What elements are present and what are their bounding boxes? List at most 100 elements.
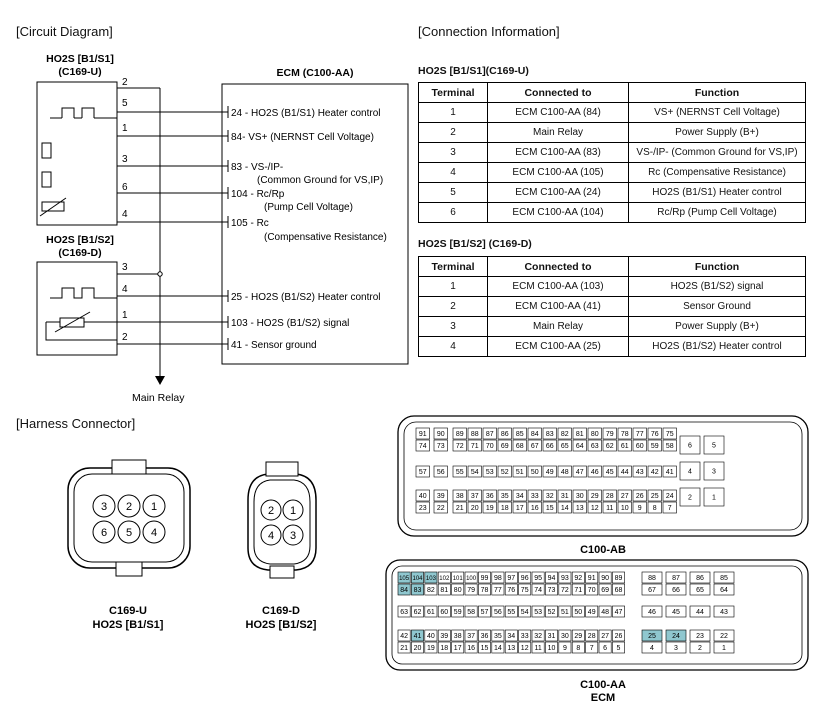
c100aa-cell [437,629,451,642]
c100ab-pin: 46 [591,469,599,476]
c100ab-cell [572,439,587,452]
c100ab-pin: 80 [591,431,599,438]
c100aa-cell [598,605,612,618]
c100aa-pin: 57 [481,609,489,616]
c169d-label: C169-D [262,605,300,617]
c100aa-pin: 2 [698,645,702,652]
c100ab-cell [452,465,467,478]
c100aa-cell [451,571,465,584]
c100ab-cell [647,439,662,452]
c100ab-pin: 56 [437,469,445,476]
c169u-connector: 3 2 1 6 5 4 [67,459,191,577]
c100ab-pin: 85 [516,431,524,438]
c100aa-cell [545,629,558,642]
c100ab-cell [542,439,557,452]
ecm-pin-label: 103 - HO2S (B1/S2) signal [231,318,349,329]
c100aa-cell [713,605,735,618]
c100aa-cell [411,605,424,618]
c100ab-cell [617,465,632,478]
c100ab-pin: 19 [486,505,494,512]
c100aa-pin: 63 [400,609,408,616]
c100aa-pin: 88 [648,575,656,582]
c100ab-cell [632,465,647,478]
c100aa-cell [451,583,465,596]
c100ab-pin: 28 [606,493,614,500]
c100aa-pin: 40 [427,633,435,640]
c100ab-pin: 25 [651,493,659,500]
main-relay-label: Main Relay [132,392,185,404]
c100aa-pin: 78 [481,587,489,594]
table-cell: ECM C100-AA (104) [487,202,629,223]
c100aa-cell [464,583,478,596]
c169d-pin: 3 [290,530,296,542]
c100ab-cell [572,427,587,440]
c100ab-cell [452,439,467,452]
harness-connector-title: [Harness Connector] [16,416,136,431]
table1-title: HO2S [B1/S1](C169-U) [418,65,529,77]
c100ab-cell [527,465,542,478]
c100aa-pin: 29 [574,633,582,640]
c100ab-label: C100-AB [580,544,626,556]
table-cell: 3 [418,316,488,337]
c100ab-cell [482,439,497,452]
c100aa-pin: 74 [534,587,542,594]
c100aa-cell [504,629,518,642]
c100aa-cell [411,583,424,596]
table-cell: 1 [418,276,488,297]
c100ab-pin: 35 [501,493,509,500]
c100ab-pin: 36 [486,493,494,500]
c100ab-cell [497,501,512,514]
c100ab-cell [662,427,677,440]
c100aa-pin: 83 [414,587,422,594]
c100aa-pin: 90 [601,575,609,582]
s2-pin: 4 [122,284,128,295]
c100aa-cell [571,629,585,642]
c100ab-cell [497,439,512,452]
s1-pin: 6 [122,182,128,193]
c100aa-cell [464,605,478,618]
c100aa-cell [491,583,505,596]
table-cell: 4 [418,336,488,357]
c100ab-cell [602,489,617,502]
c100aa-cell [451,641,465,654]
c100ab-pin: 16 [531,505,539,512]
c100aa-cell [464,629,478,642]
ecm-pin-label: 41 - Sensor ground [231,340,317,351]
sensor1-box [36,81,118,226]
sensor2-connector: (C169-D) [58,247,101,259]
c100aa-cell [531,583,545,596]
table-cell: ECM C100-AA (83) [487,142,629,163]
c100aa-pin: 103 [426,576,437,582]
c100ab-cell [527,489,542,502]
c100ab-cell [572,501,587,514]
c100ab-cell [662,501,677,514]
c100aa-cell [437,571,451,584]
c169d-pin: 1 [290,505,296,517]
c100aa-cell [612,571,625,584]
c100aa-cell [713,583,735,596]
c100aa-pin: 97 [507,575,515,582]
c100ab-pin: 24 [666,493,674,500]
s1-pin: 3 [122,154,128,165]
c100ab-pin: 77 [636,431,644,438]
c100ab-pin: 51 [516,469,524,476]
c100aa-pin: 23 [696,633,704,640]
table-cell: ECM C100-AA (25) [487,336,629,357]
c169u-pin: 1 [151,501,157,513]
c100aa-cell [478,629,491,642]
ecm-pin-label: 24 - HO2S (B1/S1) Heater control [231,108,381,119]
c100aa-label: C100-AA [580,679,626,691]
table-cell: 4 [418,162,488,183]
c100aa-cell [545,583,558,596]
c100ab-cell [679,435,701,455]
c100ab-pin: 59 [651,443,659,450]
c100aa-pin: 94 [548,575,556,582]
c100ab-cell [662,439,677,452]
c100ab-pin: 74 [419,443,427,450]
c100ab-pin: 3 [712,469,716,476]
sensor1-cell-icon [41,142,52,159]
c100ab-pin: 39 [437,493,445,500]
